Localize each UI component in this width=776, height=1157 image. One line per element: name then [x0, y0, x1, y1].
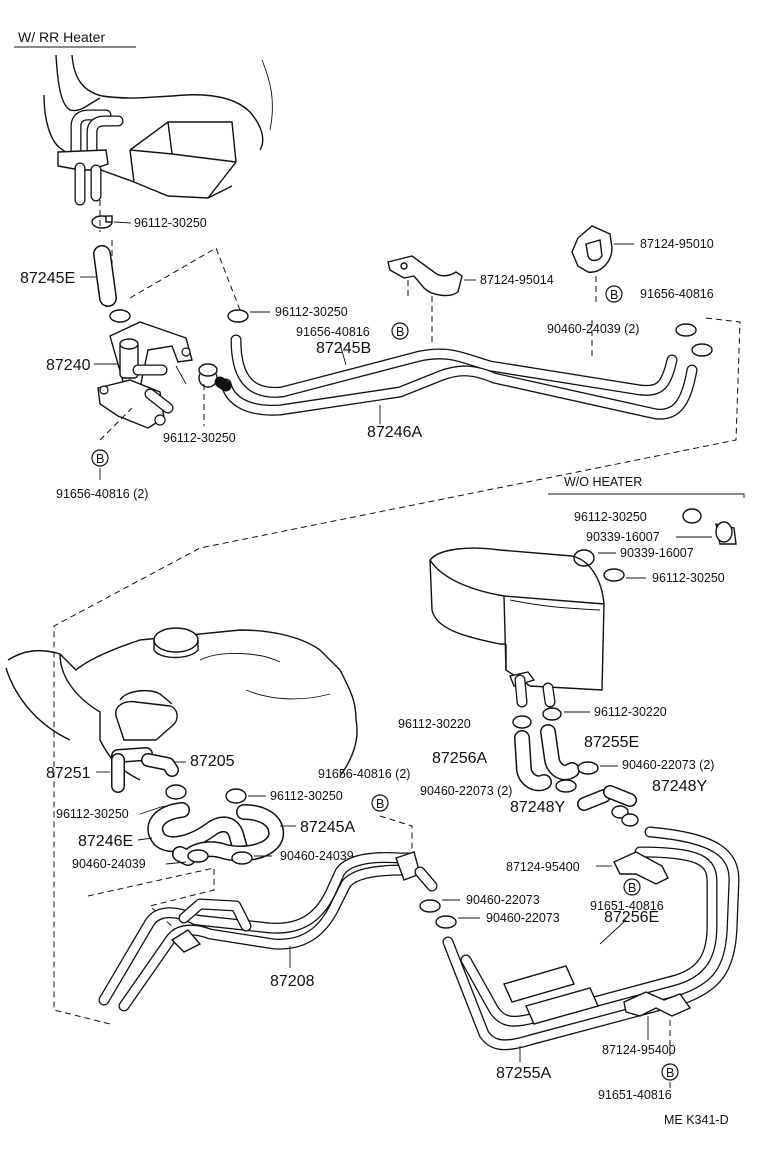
label-87205: 87205 [190, 753, 235, 770]
label-96112-30250-d: 96112-30250 [574, 510, 647, 524]
bolt-symbol-f: B [666, 1066, 674, 1080]
label-96112-30250-f: 96112-30250 [56, 807, 129, 821]
label-96112-30220-b: 96112-30220 [594, 705, 667, 719]
label-91656-40816-b: 91656-40816 [640, 287, 714, 301]
label-87240: 87240 [46, 357, 91, 374]
label-90460-22073-a: 90460-22073 [466, 893, 540, 907]
bolt-symbol-e: B [628, 881, 636, 895]
label-87245E: 87245E [20, 270, 75, 287]
label-91651-40816-b: 91651-40816 [598, 1088, 672, 1102]
rear-heater-pipes [214, 334, 698, 424]
label-87208: 87208 [270, 973, 315, 990]
clamp-top [91, 215, 132, 229]
label-96112-30250-c: 96112-30250 [163, 431, 236, 445]
bracket-87124-95014 [387, 255, 476, 297]
label-96112-30250-a: 96112-30250 [134, 216, 207, 230]
label-87251: 87251 [46, 765, 91, 782]
unions-87205-87251 [96, 747, 186, 793]
label-90339-16007-b: 90339-16007 [620, 546, 694, 560]
label-87248Y-b: 87248Y [652, 778, 707, 795]
bracket-87124-95010 [571, 225, 634, 273]
bracket-87124-95400-b [623, 991, 692, 1040]
label-90460-24039-a: 90460-24039 [72, 857, 146, 871]
label-96112-30220-a: 96112-30220 [398, 717, 471, 731]
label-91656-40816-2-a: 91656-40816 (2) [56, 487, 148, 501]
label-87246A: 87246A [367, 424, 422, 441]
label-91656-40816-a: 91656-40816 [296, 325, 370, 339]
section-wo-heater: W/O HEATER [548, 475, 745, 498]
top-engine-outline [43, 54, 273, 206]
label-91651-40816-a: 91651-40816 [590, 899, 664, 913]
label-96112-30250-e: 96112-30250 [652, 571, 725, 585]
label-87256E: 87256E [604, 909, 659, 926]
label-87256A: 87256A [432, 750, 487, 767]
label-87245A: 87245A [300, 819, 355, 836]
label-90460-22073-2-b: 90460-22073 (2) [420, 784, 512, 798]
bolt-symbol-c: B [610, 288, 618, 302]
label-87255A: 87255A [496, 1065, 551, 1082]
label-96112-30250-g: 96112-30250 [270, 789, 343, 803]
label-87124-95400-a: 87124-95400 [506, 860, 580, 874]
pipe-87208 [98, 851, 438, 1012]
section-title-rr-heater: W/ RR Heater [18, 29, 105, 45]
label-96112-30250-b: 96112-30250 [275, 305, 348, 319]
heater-tank [429, 547, 605, 708]
pipes-87255A-87256E [442, 826, 740, 1062]
bolt-symbol-a: B [96, 452, 104, 466]
label-87248Y-a: 87248Y [510, 799, 565, 816]
hose-87245E [80, 245, 117, 307]
bolt-symbol-d: B [376, 797, 384, 811]
label-87124-95010: 87124-95010 [640, 237, 714, 251]
bolt-symbol-b: B [396, 325, 404, 339]
hoses-87246E-87245A [137, 802, 296, 866]
label-90339-16007-a: 90339-16007 [586, 530, 660, 544]
label-90460-24039-2: 90460-24039 (2) [547, 322, 639, 336]
section-rr-heater: W/ RR Heater [14, 29, 136, 48]
section-title-wo-heater: W/O HEATER [564, 475, 642, 489]
label-90460-24039-b: 90460-24039 [280, 849, 354, 863]
valve-87240 [94, 321, 193, 429]
label-91656-40816-2-b: 91656-40816 (2) [318, 767, 410, 781]
label-90460-22073-2-a: 90460-22073 (2) [622, 758, 714, 772]
diagram-code: ME K341-D [664, 1113, 729, 1127]
label-87245B: 87245B [316, 340, 371, 357]
label-90460-22073-b: 90460-22073 [486, 911, 560, 925]
lower-engine-outline [5, 627, 358, 781]
label-87124-95014: 87124-95014 [480, 273, 554, 287]
label-87255E: 87255E [584, 734, 639, 751]
label-87124-95400-b: 87124-95400 [602, 1043, 676, 1057]
bracket-87124-95400-a [596, 851, 669, 885]
label-87246E: 87246E [78, 833, 133, 850]
